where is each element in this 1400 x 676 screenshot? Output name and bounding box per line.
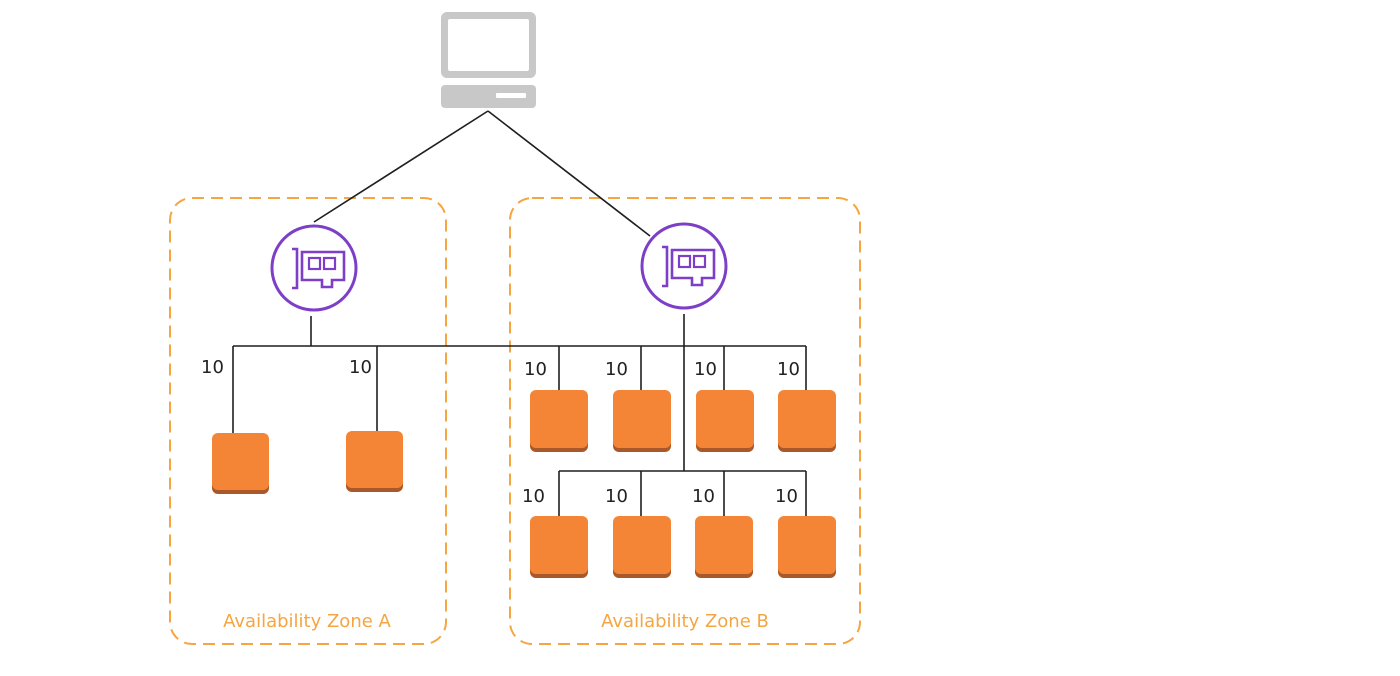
ec2-instance-icon [613,390,671,452]
ec2-instance-icon [530,390,588,452]
ec2-instance-icon [695,516,753,578]
weight-label: 10 [692,486,715,507]
client-to-lb-b-link [487,110,651,237]
zone-b-row2-weights: 10 10 10 10 [522,486,798,507]
zone-b-row1-weights: 10 10 10 10 [524,359,800,380]
ec2-instance-icon [613,516,671,578]
client-to-lb-a-link [313,110,489,223]
weight-label: 10 [201,357,224,378]
zone-a-border [169,197,447,645]
weight-label: 10 [777,359,800,380]
weight-label: 10 [605,486,628,507]
ec2-instance-icon [530,516,588,578]
availability-zone-a: Availability Zone A [169,197,447,645]
load-balancer-icon [270,224,358,312]
load-balancer-icon [640,222,728,310]
weight-label: 10 [349,357,372,378]
weight-label: 10 [605,359,628,380]
ec2-instance-icon [778,516,836,578]
weight-label: 10 [694,359,717,380]
ec2-instance-icon [696,390,754,452]
zone-b-label: Availability Zone B [601,611,769,632]
ec2-instance-icon [212,433,269,494]
zone-a-weights: 10 10 [201,357,372,378]
ec2-instance-icon [778,390,836,452]
lb-a-distribution-lines [232,316,807,435]
laptop-icon [441,12,536,108]
weight-label: 10 [524,359,547,380]
weight-label: 10 [775,486,798,507]
lb-b-distribution-lines [558,314,807,518]
ec2-instance-icon [346,431,403,492]
availability-zone-b: Availability Zone B [509,197,861,645]
weight-label: 10 [522,486,545,507]
zone-a-label: Availability Zone A [223,611,391,632]
zone-b-border [509,197,861,645]
